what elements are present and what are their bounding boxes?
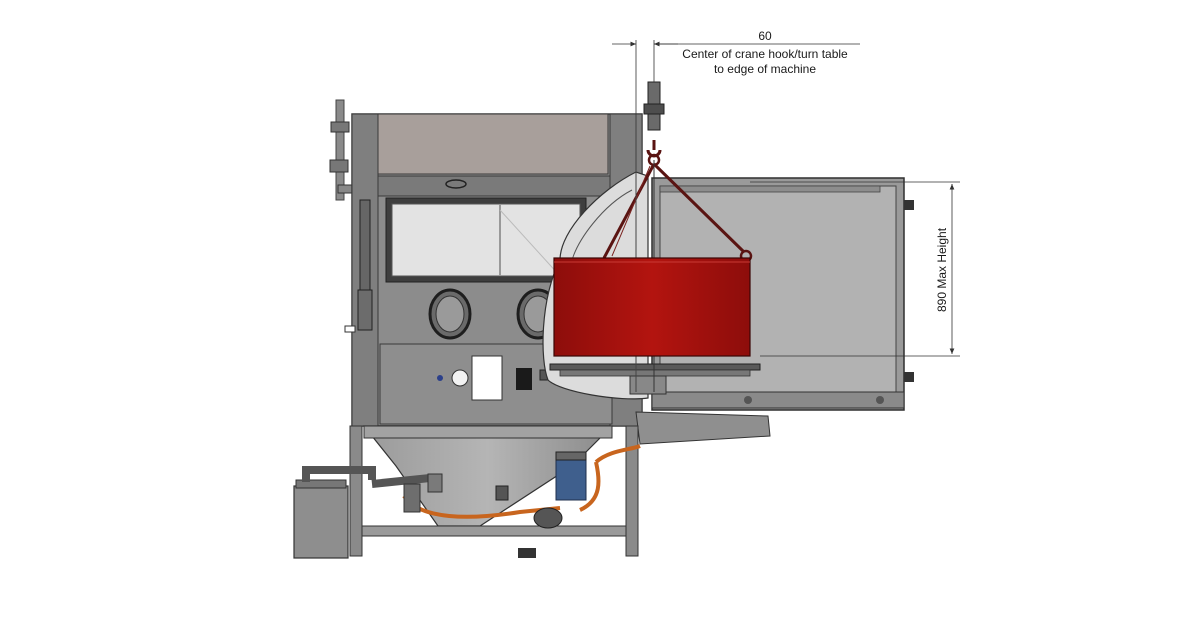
left-gauge-column [344,199,373,333]
offset-value: 60 [758,29,772,43]
tray [635,411,771,445]
offset-caption-line1: Center of crane hook/turn table [682,47,848,61]
offset-caption-line2: to edge of machine [714,62,816,76]
turn-table [549,363,761,395]
reclaimer-box [293,466,431,559]
height-label: 890 Max Height [935,227,949,312]
crane-hook [643,81,665,167]
viewing-window [385,197,587,283]
hopper [362,425,614,527]
height-dimension: 890 Max Height [750,181,960,357]
plumbing [402,444,641,529]
offset-dimension: 60 Center of crane hook/turn table to ed… [612,29,860,170]
load-drum [553,257,751,357]
top-left-valve-assembly [329,99,361,201]
machine-stand [349,425,639,558]
